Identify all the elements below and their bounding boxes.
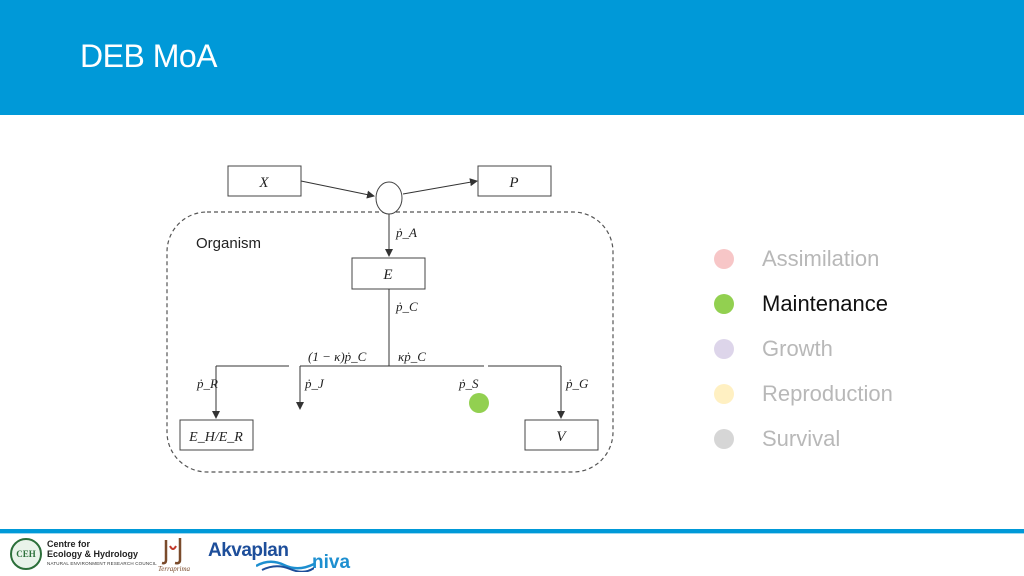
header-bar: DEB MoA: [0, 0, 1024, 115]
flow-pa: ṗ_A: [395, 225, 417, 240]
box-p: [477, 165, 552, 197]
flow-ps: ṗ_S: [458, 376, 479, 391]
box-e-label: E: [382, 267, 392, 283]
akvaplan-niva-logo: Akvaplan niva: [208, 540, 351, 574]
ceh-line1: Centre for: [47, 539, 91, 549]
box-v-label: V: [556, 429, 567, 445]
niva-wordmark: niva: [312, 552, 351, 573]
flow-pj: ṗ_J: [304, 376, 325, 391]
flow-pg: ṗ_G: [565, 376, 589, 391]
box-eh-er: [179, 419, 254, 451]
legend-label-growth: Growth: [762, 335, 833, 361]
flow-kappa-pc: κṗ_C: [398, 349, 426, 364]
organism-label: Organism: [196, 235, 261, 252]
survival-dot-icon: [714, 428, 734, 449]
terraprima-logo: Terraprima: [158, 536, 194, 576]
ceh-wordmark: Centre for Ecology & Hydrology NATURAL E…: [47, 539, 157, 569]
akvaplan-wordmark: Akvaplan: [208, 540, 289, 561]
ceh-emblem-icon: CEH: [10, 538, 42, 570]
wave-icon: [256, 560, 314, 572]
legend-item-survival: Survival: [714, 416, 893, 461]
arrow-x-to-node: [300, 180, 375, 199]
ceh-line2: Ecology & Hydrology: [47, 549, 139, 559]
legend-item-maintenance: Maintenance: [714, 281, 893, 326]
legend-label-reproduction: Reproduction: [762, 380, 893, 406]
footer-divider: [0, 529, 1024, 533]
box-eh-er-label: E_H/E_R: [188, 430, 243, 445]
maintenance-highlight-dot: [469, 393, 489, 413]
footer-divider-light: [0, 533, 1024, 534]
legend-label-maintenance: Maintenance: [762, 290, 888, 316]
ceh-logo: CEH Centre for Ecology & Hydrology NATUR…: [10, 538, 157, 570]
box-v: [524, 419, 599, 451]
maintenance-dot-icon: [714, 293, 734, 314]
legend-item-assimilation: Assimilation: [714, 236, 893, 281]
box-x-label: X: [258, 175, 269, 191]
flow-one-minus-kappa-pc: (1 − κ)ṗ_C: [308, 349, 367, 364]
page-title: DEB MoA: [80, 38, 217, 74]
terraprima-mark-icon: [161, 538, 182, 565]
arrow-node-to-p: [402, 178, 478, 195]
legend: Assimilation Maintenance Growth Reproduc…: [714, 236, 893, 461]
assimilation-node: [375, 181, 403, 215]
assimilation-dot-icon: [714, 248, 734, 269]
terraprima-wordmark: Terraprima: [158, 565, 191, 573]
legend-label-survival: Survival: [762, 425, 841, 451]
legend-item-growth: Growth: [714, 326, 893, 371]
reproduction-dot-icon: [714, 383, 734, 404]
legend-label-assimilation: Assimilation: [762, 245, 880, 271]
box-p-label: P: [508, 175, 518, 191]
legend-item-reproduction: Reproduction: [714, 371, 893, 416]
growth-dot-icon: [714, 338, 734, 359]
flow-pr: ṗ_R: [196, 376, 218, 391]
ceh-line3: NATURAL ENVIRONMENT RESEARCH COUNCIL: [47, 561, 157, 566]
flow-pc: ṗ_C: [395, 299, 418, 314]
